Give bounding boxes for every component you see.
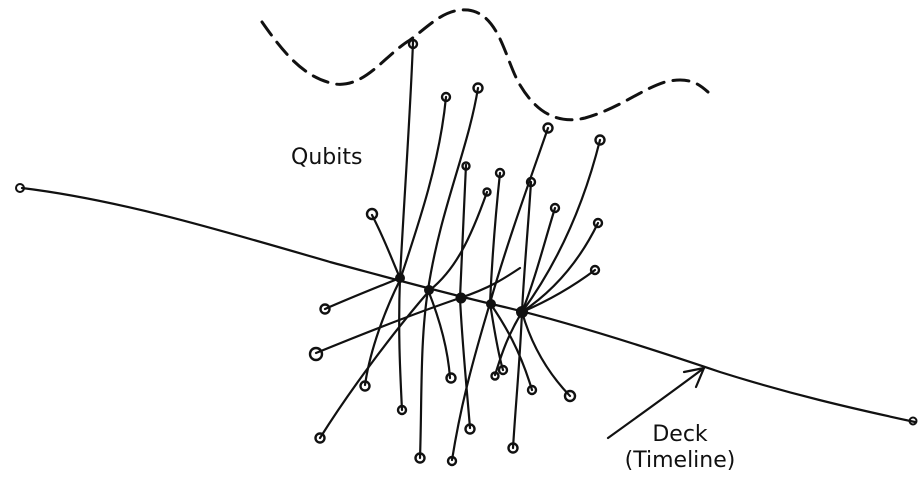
qubit-strand xyxy=(318,190,489,440)
strand-end-loop xyxy=(490,371,500,381)
strand-end-loop xyxy=(549,202,561,214)
junction-dot xyxy=(395,273,405,283)
strand-end-loop xyxy=(526,384,538,396)
deck-arrow-shaft xyxy=(606,366,706,440)
qubit-strand xyxy=(314,266,522,355)
deck-timeline-line xyxy=(20,186,917,424)
deck-label: Deck (Timeline) xyxy=(612,422,748,474)
qubit-strands xyxy=(314,40,602,462)
junction-dot xyxy=(486,299,496,309)
strand-end-loop xyxy=(440,91,452,103)
strand-end-loop xyxy=(396,404,408,416)
strand-end-loop xyxy=(589,264,601,276)
strand-end-loop xyxy=(365,207,379,221)
strand-end-loop xyxy=(542,122,554,134)
qubit-strand xyxy=(426,288,452,380)
qubit-strand xyxy=(493,138,602,377)
junction-dot xyxy=(455,292,467,304)
timeline-end-dot xyxy=(908,416,918,426)
junction-dot xyxy=(516,306,528,318)
strand-end-loop xyxy=(592,217,604,229)
strand-end-loop xyxy=(494,167,506,179)
deck-arrow-head xyxy=(682,366,706,389)
strand-end-loop xyxy=(445,372,457,384)
strand-end-loop xyxy=(472,82,484,94)
qubit-strand xyxy=(488,301,534,392)
strand-end-loops xyxy=(308,38,606,467)
qubit-strand xyxy=(520,221,600,314)
qubit-strand xyxy=(488,171,505,372)
deck-label-subtitle: (Timeline) xyxy=(624,448,736,473)
strand-end-loop xyxy=(308,346,324,362)
dashed-boundary-curve xyxy=(260,8,710,122)
strand-end-loop xyxy=(414,452,426,464)
qubit-strand xyxy=(370,213,402,280)
strand-end-loop xyxy=(319,303,331,315)
qubit-strand xyxy=(398,40,415,412)
qubit-strand xyxy=(520,268,597,314)
deck-arrow xyxy=(606,366,706,440)
strand-end-loop xyxy=(314,432,326,444)
qubit-strand xyxy=(418,86,480,460)
strand-end-loop xyxy=(461,161,471,171)
qubit-strand xyxy=(323,276,402,311)
strand-end-loop xyxy=(359,380,371,392)
strand-end-loop xyxy=(497,364,509,376)
strand-end-loop xyxy=(482,187,492,197)
strand-end-loop xyxy=(563,389,577,403)
deck-junctions xyxy=(395,273,528,318)
deck-label-title: Deck xyxy=(652,422,708,447)
strand-end-loop xyxy=(464,423,476,435)
qubits-label: Qubits xyxy=(291,145,363,170)
strand-end-loop xyxy=(507,442,519,454)
strand-end-loop xyxy=(525,176,537,188)
qubit-strand xyxy=(363,95,448,387)
timeline-start-dot xyxy=(15,183,25,193)
strand-end-loop xyxy=(446,455,458,467)
strand-end-loop xyxy=(407,38,419,50)
junction-dot xyxy=(424,285,434,295)
strand-end-loop xyxy=(594,134,606,146)
